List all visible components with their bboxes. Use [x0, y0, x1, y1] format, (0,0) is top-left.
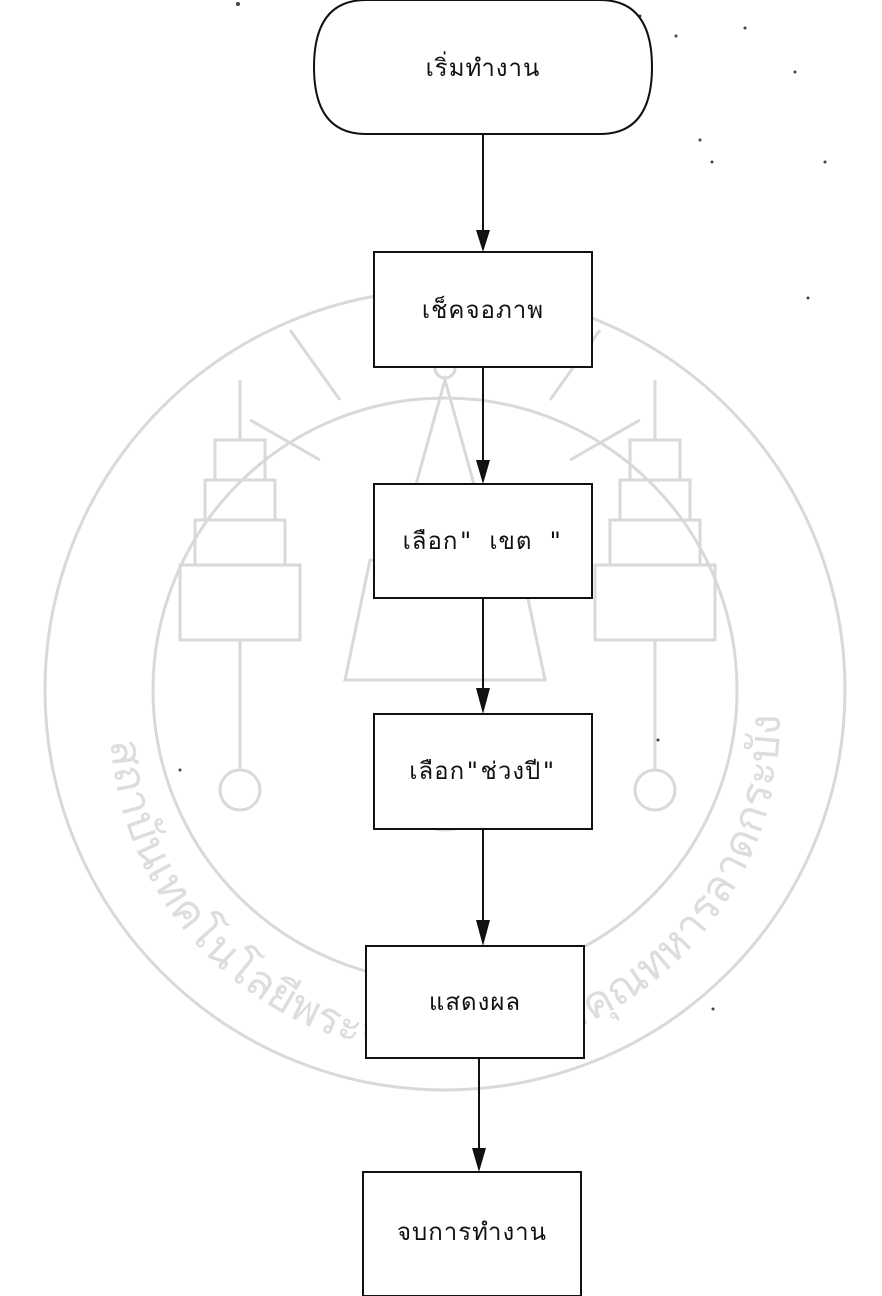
connectors: [472, 135, 490, 1172]
process-box-check-screen: เช็คจอภาพ: [373, 251, 593, 368]
right-pagoda-icon: [593, 380, 717, 812]
step3-label: เลือก"ช่วงปี": [409, 757, 556, 785]
end-label: จบการทำงาน: [397, 1218, 547, 1246]
step1-label: เช็คจอภาพ: [422, 295, 544, 324]
start-label: เริ่มทำงาน: [426, 51, 541, 82]
arrowhead: [476, 230, 490, 252]
start-terminator: เริ่มทำงาน: [312, 0, 654, 135]
arrowhead: [476, 688, 490, 714]
process-box-show-result: แสดงผล: [365, 945, 585, 1059]
process-box-select-district: เลือก" เขต ": [373, 483, 593, 599]
left-pagoda-icon: [178, 380, 302, 812]
process-box-select-year-range: เลือก"ช่วงปี": [373, 713, 593, 830]
step2-label: เลือก" เขต ": [403, 527, 564, 555]
step4-label: แสดงผล: [429, 988, 521, 1016]
arrowhead: [472, 1148, 486, 1172]
arrowhead: [476, 460, 490, 484]
arrowhead: [476, 920, 490, 946]
end-box: จบการทำงาน: [362, 1171, 582, 1296]
